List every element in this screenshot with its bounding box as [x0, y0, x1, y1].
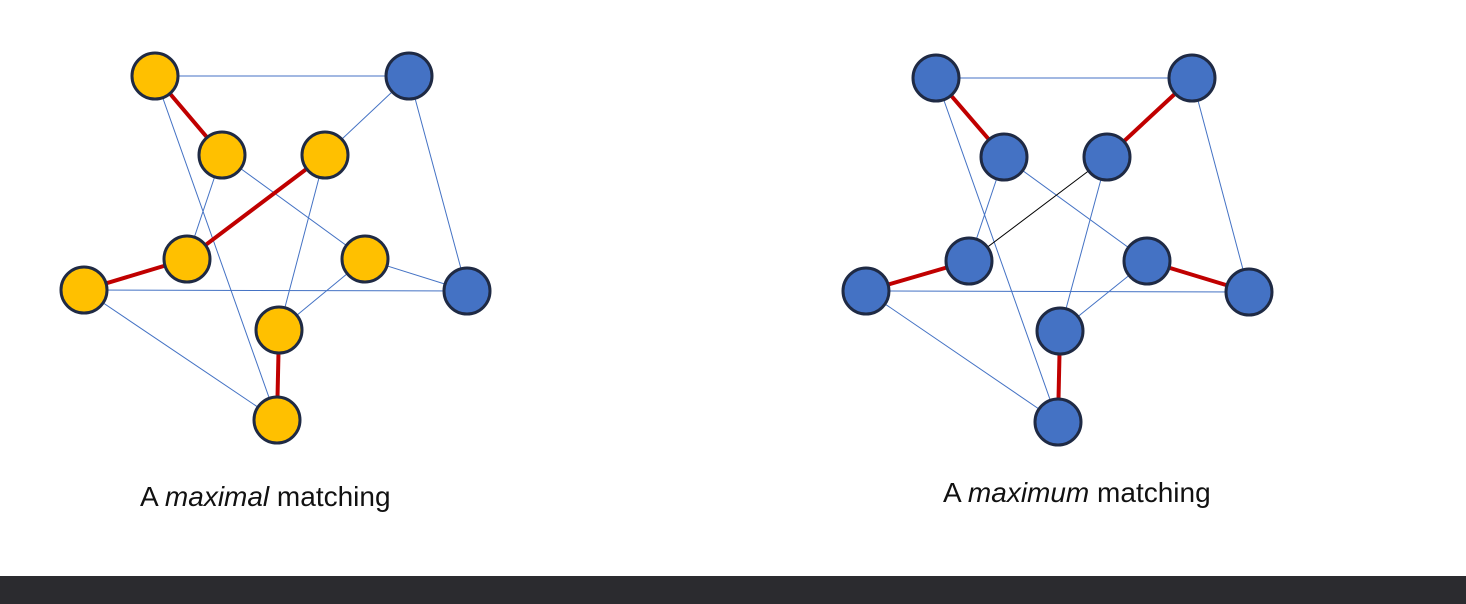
caption-emphasis: maximal [164, 481, 270, 512]
graph-edge [278, 154, 326, 331]
matched-node [130, 51, 180, 101]
bottom-bar [0, 576, 1466, 604]
matched-node [254, 305, 304, 355]
graph-edge [408, 75, 468, 292]
graph-maximal-matching [59, 51, 492, 445]
graph-edge [221, 154, 366, 260]
caption-maximal: A maximal matching [140, 481, 391, 513]
graph-edge [83, 289, 278, 421]
graph-node [1167, 53, 1217, 103]
node-layer [59, 51, 492, 445]
graph-edge [83, 289, 468, 292]
caption-suffix: matching [1089, 477, 1211, 508]
graph-edge [1191, 77, 1250, 293]
caption-emphasis: maximum [967, 477, 1090, 508]
graph-node [1035, 306, 1085, 356]
caption-suffix: matching [269, 481, 391, 512]
graph-node [841, 266, 891, 316]
graph-node [1082, 132, 1132, 182]
graph-node [1033, 397, 1083, 447]
graph-node [1122, 236, 1172, 286]
caption-maximum: A maximum matching [943, 477, 1211, 509]
graph-edge [154, 75, 278, 421]
graph-edge [865, 290, 1250, 293]
graph-node [384, 51, 434, 101]
graph-edge [1059, 156, 1108, 332]
graph-node [944, 236, 994, 286]
matched-edge [185, 153, 327, 261]
caption-prefix: A [943, 477, 968, 508]
matched-node [300, 130, 350, 180]
matched-node [162, 234, 212, 284]
graph-maximum-matching [841, 53, 1274, 447]
node-layer [841, 53, 1274, 447]
graph-edge [968, 156, 1108, 262]
matched-node [197, 130, 247, 180]
graph-edge [865, 290, 1059, 423]
matched-node [252, 395, 302, 445]
graph-node [1224, 267, 1274, 317]
matched-node [59, 265, 109, 315]
graph-node [979, 132, 1029, 182]
graph-node [911, 53, 961, 103]
edge-layer [864, 76, 1251, 424]
matched-node [340, 234, 390, 284]
edge-layer [82, 74, 468, 422]
graph-edge [935, 77, 1059, 423]
caption-prefix: A [140, 481, 165, 512]
graph-node [442, 266, 492, 316]
graph-edge [1003, 156, 1148, 262]
